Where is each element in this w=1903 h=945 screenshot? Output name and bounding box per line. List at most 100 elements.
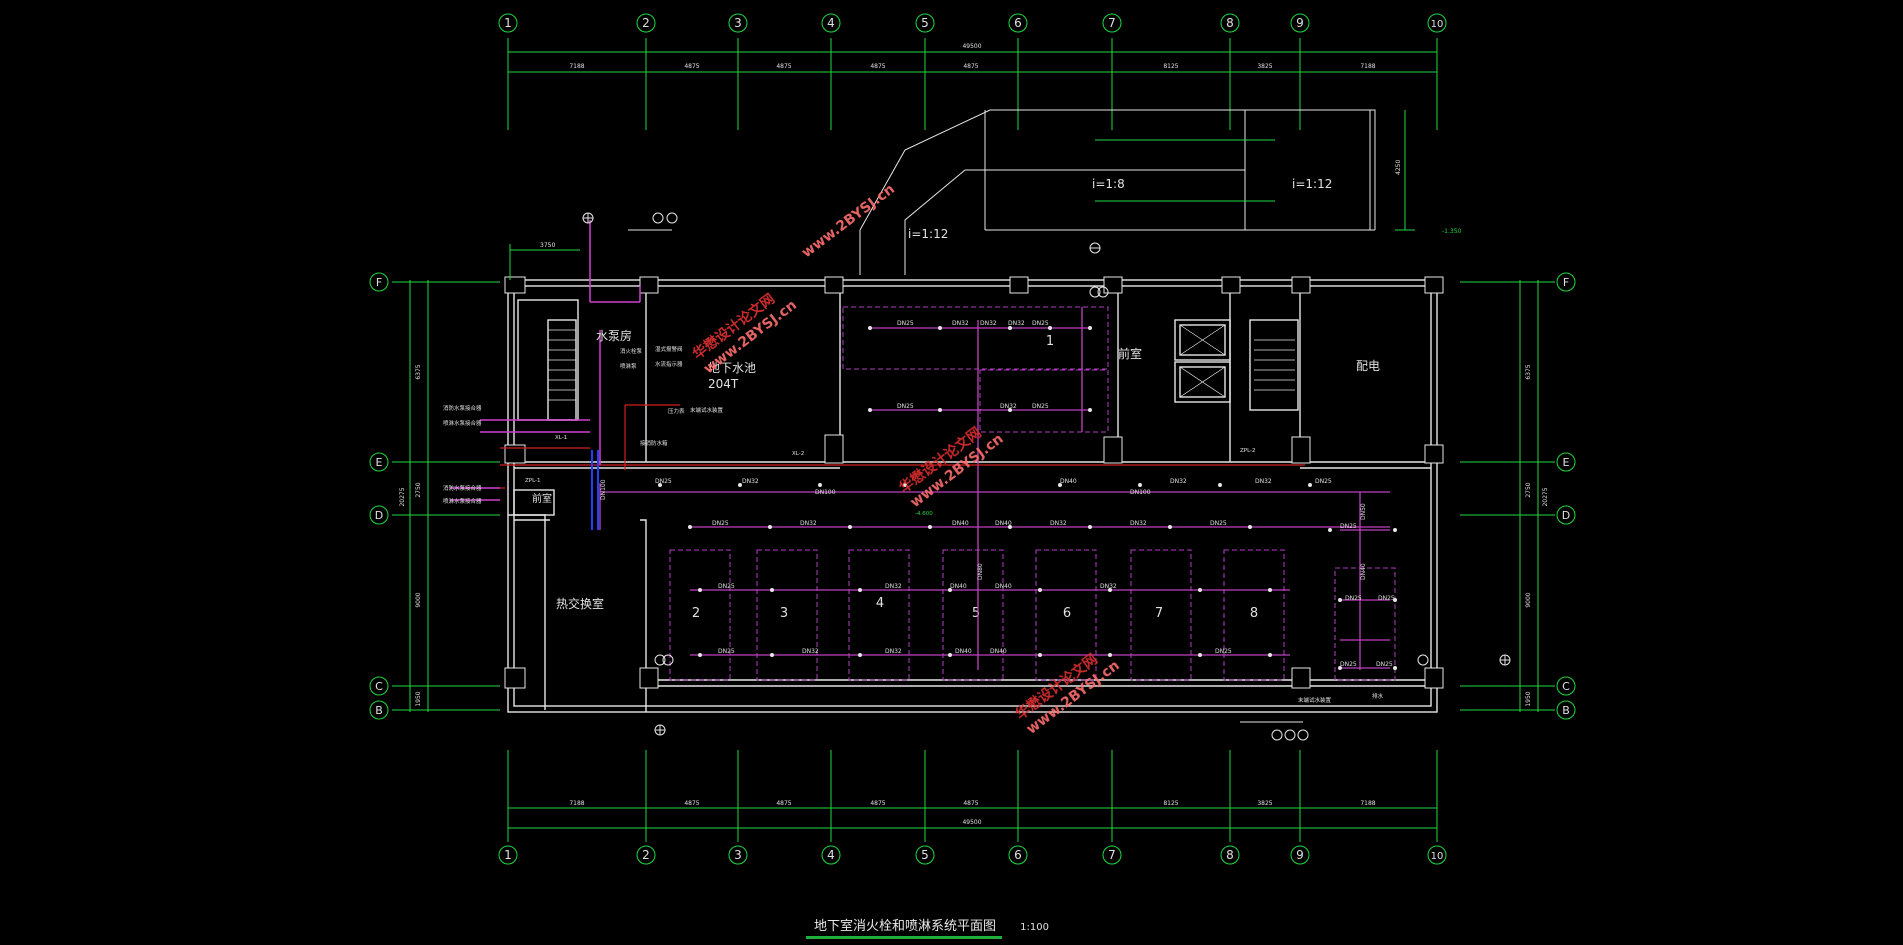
pipe-label: DN40 [1060, 478, 1077, 485]
pipe-label: DN25 [712, 520, 729, 527]
valve-symbols [582, 212, 1511, 741]
pipe-label: DN32 [885, 648, 902, 655]
pipe-label: DN50 [1360, 503, 1367, 520]
dim-d-c-right: 9000 [1525, 592, 1532, 607]
label-drain: 排水 [1372, 692, 1384, 700]
dim-3-4-bot: 4875 [776, 800, 791, 807]
label-riser-4: ZPL-2 [1240, 448, 1256, 454]
grid-col-6-top: 6 [1014, 16, 1022, 30]
dim-4-5-bot: 4875 [870, 800, 885, 807]
pipe-label: DN80 [977, 563, 984, 580]
room-antechamber-lower: 前室 [532, 492, 552, 505]
room-pool-capacity: 204T [708, 377, 739, 391]
dim-total-top: 49500 [962, 43, 981, 50]
grid-row-d-right: D [1562, 509, 1570, 522]
grid-bubbles-bottom [498, 845, 1447, 865]
pipe-label: DN25 [1032, 320, 1049, 327]
pipe-label: DN25 [655, 478, 672, 485]
dim-8-9-bot: 3825 [1257, 800, 1272, 807]
grid-col-9-bottom: 9 [1296, 848, 1304, 862]
room-labels: 水泵房 地下水池 204T 前室 配电 热交换室 前室 [532, 328, 1380, 611]
dim-f-e-left: 6375 [415, 364, 422, 379]
zone-7: 7 [1155, 606, 1163, 621]
dimension-lines-side [392, 280, 1555, 712]
sprinkler-pipes [599, 307, 1390, 670]
dimension-lines-top [507, 38, 1438, 130]
dim-total-left: 20275 [399, 487, 406, 506]
zone-6: 6 [1063, 606, 1071, 621]
sprinkler-heads [658, 326, 1397, 670]
pipe-label: DN40 [950, 583, 967, 590]
pipe-label: DN32 [885, 583, 902, 590]
zone-5: 5 [972, 606, 980, 621]
grid-col-10-top: 10 [1431, 19, 1444, 30]
pipe-label: DN25 [1032, 403, 1049, 410]
ramp-arrows [1095, 110, 1415, 231]
grid-row-e-right: E [1563, 456, 1570, 469]
label-hydrant-adapter-2: 消防水泵接合器 [443, 484, 482, 492]
ramp-level: -1.350 [1442, 228, 1462, 235]
pipe-label: DN40 [1360, 563, 1367, 580]
pipe-label: DN40 [990, 648, 1007, 655]
drawing-scale: 1:100 [1020, 922, 1049, 933]
dim-4-5-top: 4875 [870, 63, 885, 70]
dim-2-3-bot: 4875 [684, 800, 699, 807]
label-sprinkler-adapter: 喷淋水泵接合器 [443, 419, 482, 427]
pipe-label: DN32 [1100, 583, 1117, 590]
zone-labels: 1 2 3 4 5 6 7 8 [692, 334, 1258, 621]
pipe-label: DN32 [952, 320, 969, 327]
pipe-label: DN32 [1170, 478, 1187, 485]
dim-total-right: 20275 [1542, 487, 1549, 506]
ramp-width-dim: 4250 [1395, 160, 1402, 175]
label-water-tank: 接消防水箱 [640, 439, 668, 447]
room-heat-exchange: 热交换室 [556, 596, 604, 611]
pipe-label: DN25 [718, 583, 735, 590]
watermark-url-4: www.2BYSJ.cn [799, 181, 898, 261]
zone-1: 1 [1046, 334, 1054, 349]
grid-col-5-top: 5 [921, 16, 929, 30]
dim-6-8-bot: 8125 [1163, 800, 1178, 807]
grid-col-1-bottom: 1 [504, 848, 512, 862]
grid-row-f-left: F [376, 276, 382, 289]
dim-1-2-top: 7188 [569, 63, 584, 70]
pipe-label: DN25 [1215, 648, 1232, 655]
pipe-label: DN32 [800, 520, 817, 527]
ramp-texts: i=1:12 i=1:8 i=1:12 4250 -1.350 [908, 160, 1462, 241]
pipe-label: DN40 [955, 648, 972, 655]
pipe-label: DN25 [1378, 595, 1395, 602]
pipe-label: DN32 [1050, 520, 1067, 527]
dim-1-2-bot: 7188 [569, 800, 584, 807]
pipe-label: DN32 [1130, 520, 1147, 527]
drawing-title-block: 地下室消火栓和喷淋系统平面图 1:100 [806, 915, 1049, 939]
dim-e-d-left: 2750 [415, 482, 422, 497]
ramp-slope-left: i=1:12 [908, 227, 948, 241]
pipe-label: DN100 [600, 479, 607, 500]
grid-labels-top: 1 2 3 4 5 6 7 8 9 10 [504, 16, 1443, 30]
pipe-label: DN32 [980, 320, 997, 327]
dim-2-3-top: 4875 [684, 63, 699, 70]
room-pump: 水泵房 [596, 328, 632, 343]
pipe-label: DN32 [802, 648, 819, 655]
grid-col-2-top: 2 [642, 16, 650, 30]
dim-total-bottom: 49500 [962, 819, 981, 826]
pipe-label: DN32 [1255, 478, 1272, 485]
label-riser-2: ZPL-1 [525, 478, 541, 484]
pipe-label: DN40 [952, 520, 969, 527]
grid-col-8-bottom: 8 [1226, 848, 1234, 862]
pipe-label: DN25 [1376, 661, 1393, 668]
grid-col-10-bottom: 10 [1431, 851, 1444, 862]
dim-c-b-right: 1950 [1525, 691, 1532, 706]
label-riser-3: XL-2 [792, 451, 804, 457]
watermarks: 华懋设计论文网 www.2BYSJ.cn 华懋设计论文网 www.2BYSJ.c… [689, 181, 1122, 738]
stair-treads-right [1254, 339, 1295, 391]
elevator-marks [1179, 324, 1226, 398]
dim-6-8-top: 8125 [1163, 63, 1178, 70]
grid-col-5-bottom: 5 [921, 848, 929, 862]
pump-room-pipes [450, 220, 641, 530]
pipe-label: DN32 [1008, 320, 1025, 327]
pipe-label: DN25 [1315, 478, 1332, 485]
grid-bubbles-top [498, 13, 1447, 33]
dim-c-b-left: 1950 [415, 691, 422, 706]
grid-col-3-top: 3 [734, 16, 742, 30]
